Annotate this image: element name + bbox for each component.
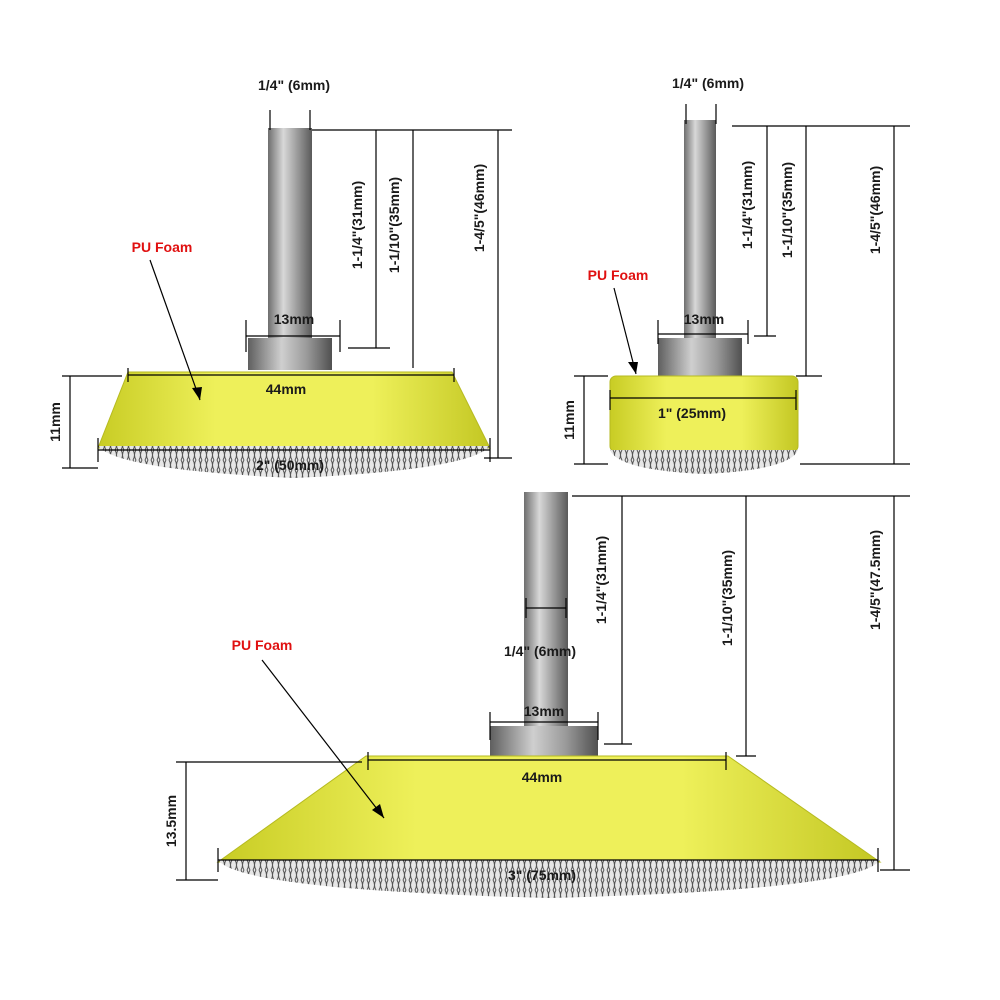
foam-body: [216, 755, 882, 863]
collar-label: 13mm: [524, 703, 564, 719]
collar: [248, 338, 332, 370]
base-label: 1" (25mm): [658, 405, 726, 421]
dim1-label: 1-1/4"(31mm): [739, 161, 755, 249]
dim2-label: 1-1/10"(35mm): [386, 177, 402, 273]
dim3-label: 1-4/5"(46mm): [867, 166, 883, 254]
collar: [658, 338, 742, 376]
dim3-label: 1-4/5"(47.5mm): [867, 530, 883, 630]
dim1-label: 1-1/4"(31mm): [349, 181, 365, 269]
dim2-label: 1-1/10"(35mm): [719, 550, 735, 646]
shank-label: 1/4" (6mm): [504, 643, 576, 659]
base-label: 3" (75mm): [508, 867, 576, 883]
shank: [268, 128, 312, 340]
shank-label: 1/4" (6mm): [258, 77, 330, 93]
collar-label: 13mm: [274, 311, 314, 327]
foam-label: PU Foam: [132, 239, 193, 255]
dim1-label: 1-1/4"(31mm): [593, 536, 609, 624]
top-label: 44mm: [522, 769, 562, 785]
collar: [490, 726, 598, 756]
top-label: 44mm: [266, 381, 306, 397]
dim3-label: 1-4/5"(46mm): [471, 164, 487, 252]
height-label: 13.5mm: [163, 795, 179, 847]
shank-label: 1/4" (6mm): [672, 75, 744, 91]
foam-label: PU Foam: [232, 637, 293, 653]
shank: [524, 492, 568, 738]
product-large: 1/4" (6mm) 13mm 44mm 3" (75mm) 13.5mm 1-…: [163, 492, 910, 898]
hook-loop-base: [98, 446, 490, 478]
collar-label: 13mm: [684, 311, 724, 327]
base-label: 2" (50mm): [256, 457, 324, 473]
height-label: 11mm: [561, 400, 577, 440]
shank: [684, 120, 716, 340]
foam-label: PU Foam: [588, 267, 649, 283]
product-small: 1/4" (6mm) 13mm 44mm 2" (50mm) 11mm 1-1/…: [47, 77, 512, 478]
height-label: 11mm: [47, 402, 63, 442]
dim2-label: 1-1/10"(35mm): [779, 162, 795, 258]
hook-loop-base: [610, 450, 798, 474]
hook-loop-base: [218, 860, 880, 898]
product-mini: 1/4" (6mm) 13mm 1" (25mm) 11mm 1-1/4"(31…: [561, 75, 910, 474]
